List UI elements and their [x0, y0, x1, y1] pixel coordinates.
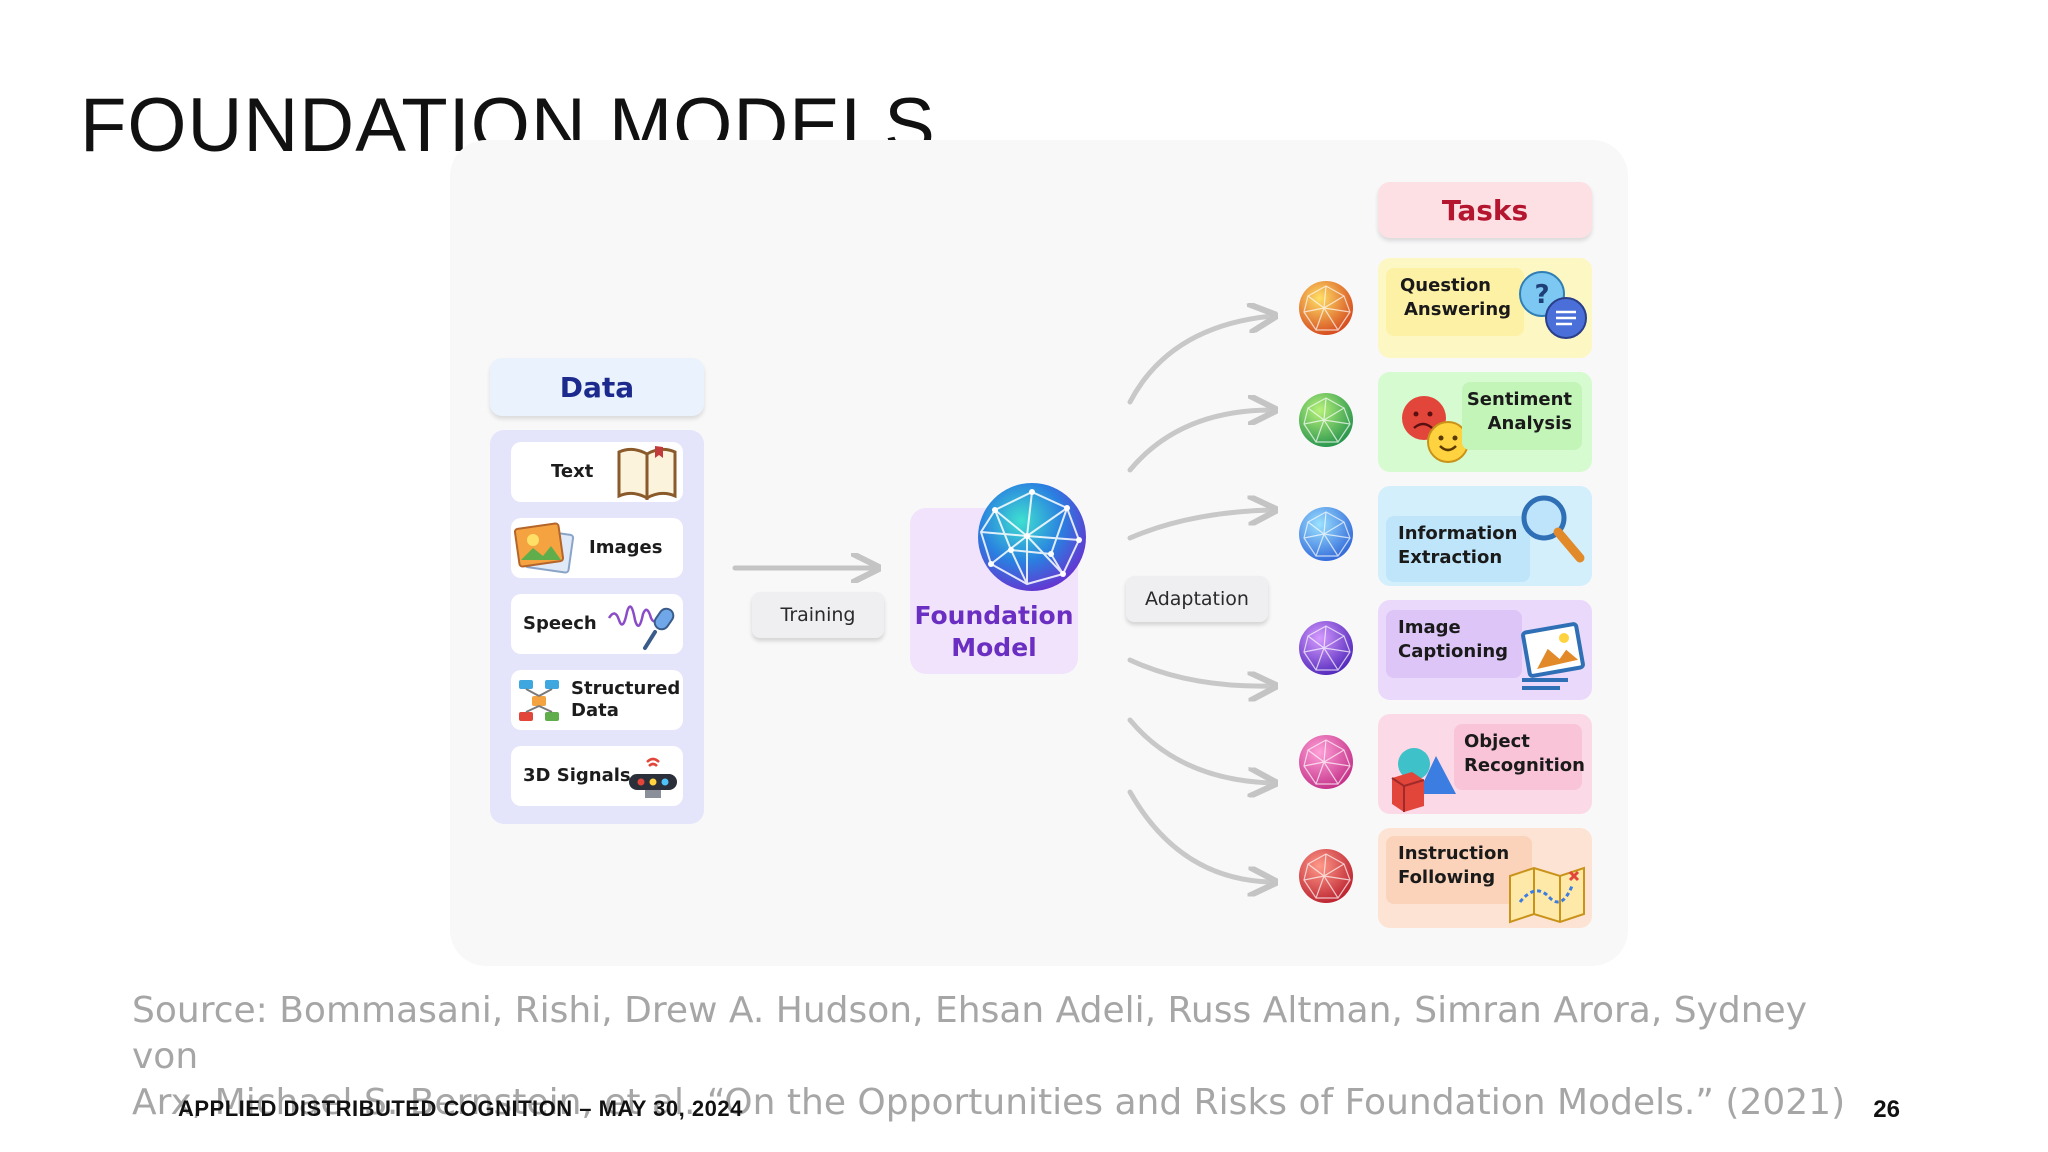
task-label-line-2: Answering	[1404, 299, 1512, 320]
task-label: Sentiment Analysis	[1462, 382, 1582, 450]
diagram-arrows	[732, 140, 1628, 966]
source-line-2: Arx, Michael S. Bernstein, et al. “On th…	[132, 1082, 1846, 1123]
flowchart-icon	[519, 680, 559, 721]
task-card-image-captioning: Image Captioning	[1378, 600, 1592, 700]
data-item-label-2: Data	[571, 700, 619, 721]
task-label-line-1: Instruction	[1398, 843, 1510, 864]
data-item-label: 3D Signals	[523, 765, 631, 786]
task-card-question-answering: Question Answering ?	[1378, 258, 1592, 358]
task-sphere-icon	[1299, 735, 1353, 789]
task-card-sentiment-analysis: Sentiment Analysis	[1378, 372, 1592, 472]
emoji-faces-icon	[1402, 396, 1469, 463]
foundation-model-label-line-1: Foundation	[914, 601, 1074, 630]
adaptation-arrow-1	[1127, 316, 1272, 405]
task-label: Object Recognition	[1454, 724, 1585, 790]
book-icon	[617, 446, 677, 500]
shapes-icon	[1391, 748, 1456, 812]
task-sphere-icon	[1299, 281, 1353, 335]
task-label-line-2: Following	[1398, 867, 1496, 888]
diagram-panel: Data Text Images Speech	[450, 140, 1628, 966]
task-card-information-extraction: Information Extraction	[1378, 486, 1592, 586]
foundation-model-label-line-2: Model	[951, 633, 1037, 662]
task-sphere-icon	[1299, 849, 1353, 903]
data-item-label: Images	[589, 537, 663, 558]
page-number: 26	[1873, 1096, 1900, 1123]
task-label-line-2: Analysis	[1487, 413, 1572, 434]
task-label-line-1: Sentiment	[1466, 389, 1572, 410]
adaptation-arrow-2	[1127, 410, 1272, 473]
photos-icon	[513, 522, 575, 574]
adaptation-arrow-5	[1127, 717, 1272, 783]
tasks-header: Tasks	[1378, 182, 1592, 238]
training-label: Training	[752, 592, 884, 638]
task-label-line-1: Information	[1398, 523, 1518, 544]
footer-text: APPLIED DISTRIBUTED COGNITION – MAY 30, …	[178, 1096, 743, 1121]
task-sphere-icon	[1299, 621, 1353, 675]
data-item-speech: Speech	[511, 594, 683, 654]
data-item-text: Text	[511, 442, 683, 502]
magnifier-icon	[1521, 495, 1585, 563]
task-label-line-1: Image	[1398, 617, 1461, 638]
task-label-line-2: Recognition	[1464, 755, 1585, 776]
task-card-object-recognition: Object Recognition	[1378, 714, 1592, 814]
data-item-images: Images	[511, 518, 683, 578]
picture-frame-icon	[1521, 622, 1585, 690]
sensor-icon	[629, 757, 677, 798]
adaptation-arrow-4	[1127, 657, 1272, 686]
task-label: Question Answering	[1386, 268, 1524, 336]
data-item-3d-signals: 3D Signals	[511, 746, 683, 806]
microphone-icon	[607, 605, 675, 650]
adaptation-label: Adaptation	[1126, 576, 1268, 622]
data-group: Text Images Speech	[490, 430, 704, 824]
data-item-label: Speech	[523, 613, 597, 634]
adaptation-arrow-6	[1127, 789, 1272, 882]
task-label-line-1: Object	[1464, 731, 1530, 752]
data-item-label: Text	[551, 461, 594, 482]
task-label-line-2: Captioning	[1398, 641, 1509, 662]
adaptation-arrow-3	[1127, 510, 1272, 541]
task-label-line-1: Question	[1400, 275, 1491, 296]
data-header: Data	[490, 358, 704, 416]
data-item-structured-data: Structured Data	[511, 670, 683, 730]
source-citation: Source: Bommasani, Rishi, Drew A. Hudson…	[132, 988, 1852, 1126]
task-label: Image Captioning	[1386, 610, 1522, 678]
task-label: Instruction Following	[1386, 836, 1532, 904]
foundation-model-label: Foundation Model	[890, 600, 1098, 664]
foundation-model-globe-icon	[978, 483, 1086, 591]
task-sphere-icon	[1299, 507, 1353, 561]
svg-text:?: ?	[1534, 280, 1549, 310]
task-card-instruction-following: Instruction Following	[1378, 828, 1592, 928]
data-item-label: Structured	[571, 678, 681, 699]
question-bubble-icon: ?	[1519, 271, 1587, 339]
task-label: Information Extraction	[1386, 516, 1530, 582]
source-line-1: Source: Bommasani, Rishi, Drew A. Hudson…	[132, 990, 1808, 1077]
task-sphere-icon	[1299, 393, 1353, 447]
task-label-line-2: Extraction	[1398, 547, 1503, 568]
map-icon	[1509, 866, 1585, 924]
